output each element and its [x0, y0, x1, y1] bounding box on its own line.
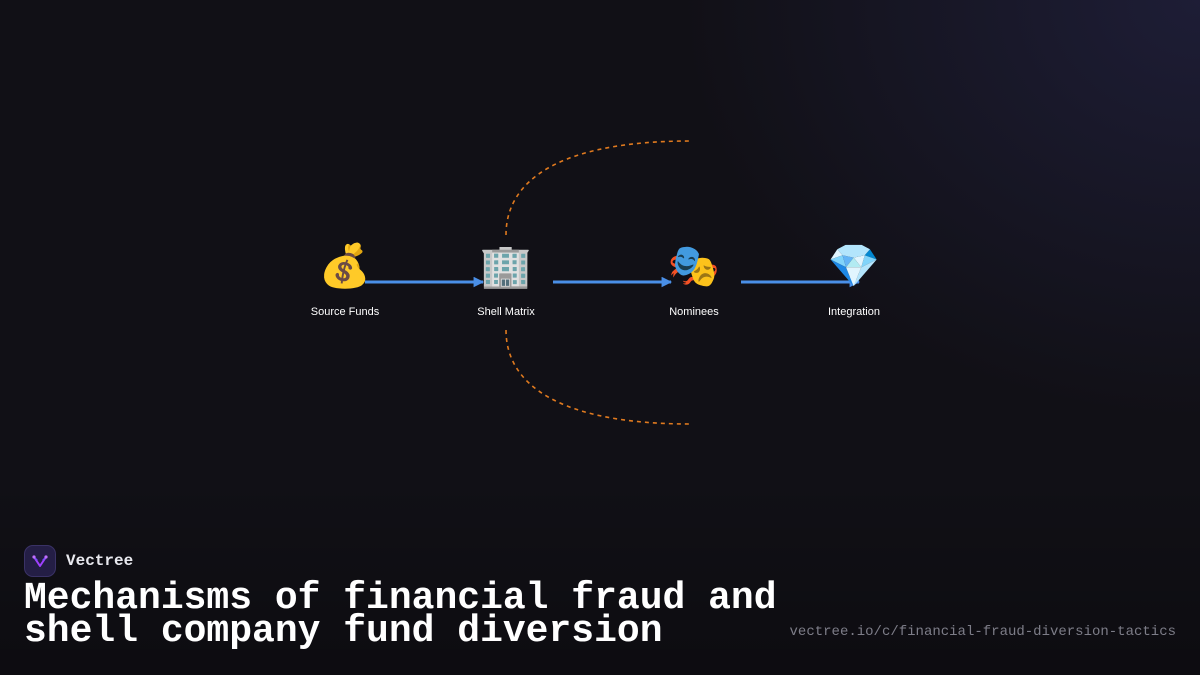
vectree-logo-icon: [24, 545, 56, 577]
flow-node-source: 💰 Source Funds: [311, 241, 380, 318]
node-label-integration: Integration: [828, 306, 880, 318]
node-label-shell: Shell Matrix: [477, 306, 535, 318]
theater-masks-icon: 🎭: [668, 241, 720, 290]
page-title: Mechanisms of financial fraud and shell …: [24, 577, 777, 653]
flow-node-shell: 🏢 Shell Matrix: [477, 241, 535, 318]
brand-name: Vectree: [66, 552, 134, 570]
node-label-source: Source Funds: [311, 306, 380, 318]
node-label-nominees: Nominees: [669, 306, 719, 318]
office-building-icon: 🏢: [480, 241, 532, 290]
gem-icon: 💎: [828, 241, 880, 290]
flow-node-integration: 💎 Integration: [828, 241, 880, 318]
loop-connector-upper: [505, 140, 691, 236]
vectree-logo-mark: [32, 555, 48, 567]
brand: Vectree: [24, 544, 133, 578]
loop-connector-lower: [505, 329, 691, 425]
money-bag-icon: 💰: [319, 241, 371, 291]
flow-node-nominees: 🎭 Nominees: [668, 241, 720, 318]
source-url[interactable]: vectree.io/c/financial-fraud-diversion-t…: [789, 624, 1176, 640]
